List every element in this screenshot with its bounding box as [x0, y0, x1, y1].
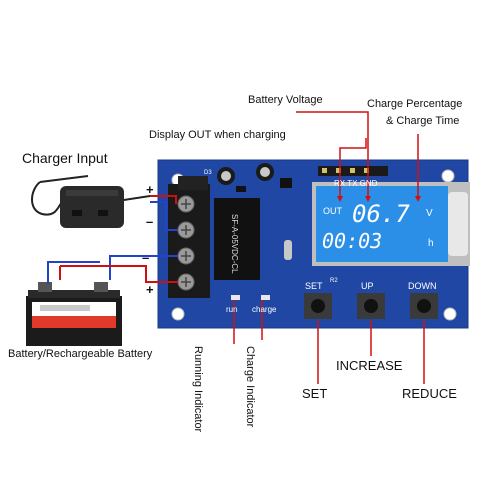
label-increase: INCREASE: [336, 358, 403, 373]
mounting-hole: [171, 307, 185, 321]
transistor: [280, 178, 292, 188]
battery-icon: [26, 282, 122, 346]
mounting-hole: [443, 307, 457, 321]
mounting-hole: [441, 169, 455, 183]
pin: [322, 168, 327, 173]
run-led-label: run: [226, 305, 238, 314]
label-charge-percentage: Charge Percentage: [367, 98, 463, 110]
diode: [236, 186, 246, 192]
pin: [364, 168, 369, 173]
wires: [47, 195, 178, 284]
terminal-block: [168, 176, 210, 298]
run-led: [231, 295, 240, 300]
minus-low: –: [142, 250, 149, 265]
crystal: [284, 240, 292, 260]
minus-mid: –: [146, 214, 153, 229]
charge-led-label: charge: [252, 305, 277, 314]
callout-arrowheads: [337, 196, 421, 202]
set-button[interactable]: [304, 293, 332, 319]
callout-lines: [233, 111, 425, 384]
label-display-out: Display OUT when charging: [149, 129, 286, 141]
set-button-label: SET: [305, 281, 323, 291]
label-battery-voltage: Battery Voltage: [248, 94, 323, 106]
label-running-indicator: Running Indicator: [192, 346, 204, 433]
label-charge-time: & Charge Time: [386, 115, 460, 127]
ref-r: R2: [330, 278, 338, 284]
lcd-screen: [316, 186, 448, 262]
label-battery: Battery/Rechargeable Battery: [8, 348, 153, 360]
label-charge-indicator: Charge Indicator: [244, 346, 256, 428]
charge-led: [261, 295, 270, 300]
lcd-voltage: 06.7: [352, 200, 410, 228]
charger-adapter-icon: [31, 175, 151, 228]
down-button-label: DOWN: [408, 281, 437, 291]
ref-d: D3: [204, 170, 212, 176]
relay-label: SF-A-05VDC-CL: [230, 214, 239, 274]
pin: [336, 168, 341, 173]
label-reduce: REDUCE: [402, 386, 457, 401]
plus-bottom: +: [146, 282, 154, 297]
relay: [214, 198, 260, 280]
up-button-label: UP: [361, 281, 374, 291]
lcd-unit-h: h: [428, 238, 434, 249]
label-set: SET: [302, 386, 328, 401]
lcd-backlight-end: [448, 192, 468, 256]
pin: [350, 168, 355, 173]
plus-top: +: [146, 182, 154, 197]
lcd-time: 00:03: [322, 229, 382, 253]
capacitor: [256, 163, 274, 181]
up-button[interactable]: [357, 293, 385, 319]
capacitor: [217, 167, 235, 185]
label-charger-input: Charger Input: [22, 150, 108, 166]
header-label: RX TX GND: [334, 179, 378, 188]
down-button[interactable]: [410, 293, 438, 319]
lcd-out: OUT: [323, 206, 343, 216]
lcd-unit-v: V: [426, 208, 433, 219]
